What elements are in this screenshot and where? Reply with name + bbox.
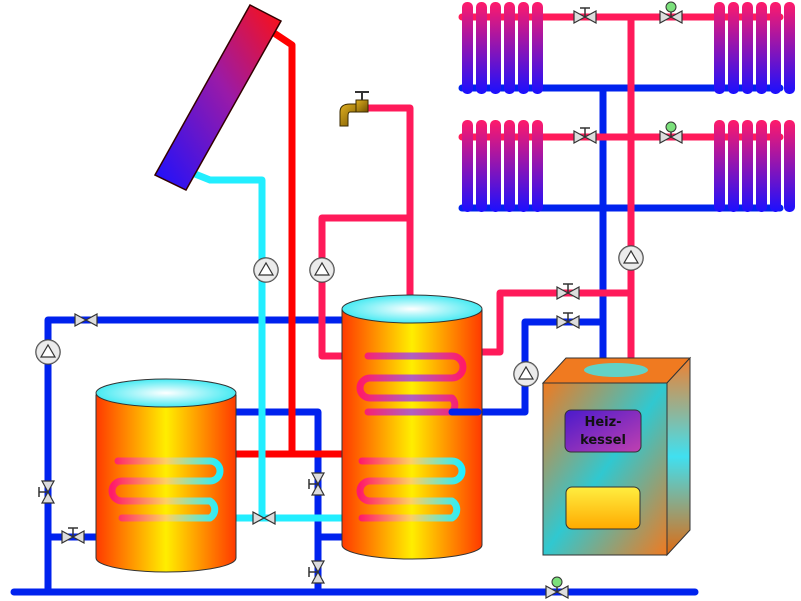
storage-tank-right xyxy=(341,294,483,560)
gate-valve-icon-left[interactable] xyxy=(38,480,55,504)
boiler-label-line2: kessel xyxy=(580,433,626,448)
solar-coil-left xyxy=(108,457,224,522)
solar-collector xyxy=(153,4,283,191)
gate-valve-icon-supply[interactable] xyxy=(556,283,580,300)
gate-valve-icon-return[interactable] xyxy=(556,312,580,329)
gate-valve-icon-middle[interactable] xyxy=(308,472,325,496)
check-valve-icon-top[interactable] xyxy=(74,313,98,327)
heating-boiler: Heiz- kessel xyxy=(541,356,692,557)
gate-valve-icon-radiator-top[interactable] xyxy=(573,7,597,24)
boiler-label-plate xyxy=(564,409,642,453)
pump-icon-coil[interactable] xyxy=(513,361,539,387)
pump-icon-solar[interactable] xyxy=(253,257,279,283)
heating-coil-right xyxy=(356,352,482,416)
pump-icon-hot-water[interactable] xyxy=(309,257,335,283)
tap-faucet-icon[interactable] xyxy=(339,91,369,127)
gate-valve-icon-bottom[interactable] xyxy=(308,560,325,584)
gate-valve-icon-left-tank[interactable] xyxy=(61,527,85,544)
pump-icon-heating[interactable] xyxy=(618,245,644,271)
pump-icon-left[interactable] xyxy=(35,339,61,365)
solar-coil-right xyxy=(356,457,466,522)
burner-window xyxy=(565,486,641,530)
boiler-label-line1: Heiz- xyxy=(584,415,621,430)
gate-valve-icon-radiator-bottom[interactable] xyxy=(573,127,597,144)
